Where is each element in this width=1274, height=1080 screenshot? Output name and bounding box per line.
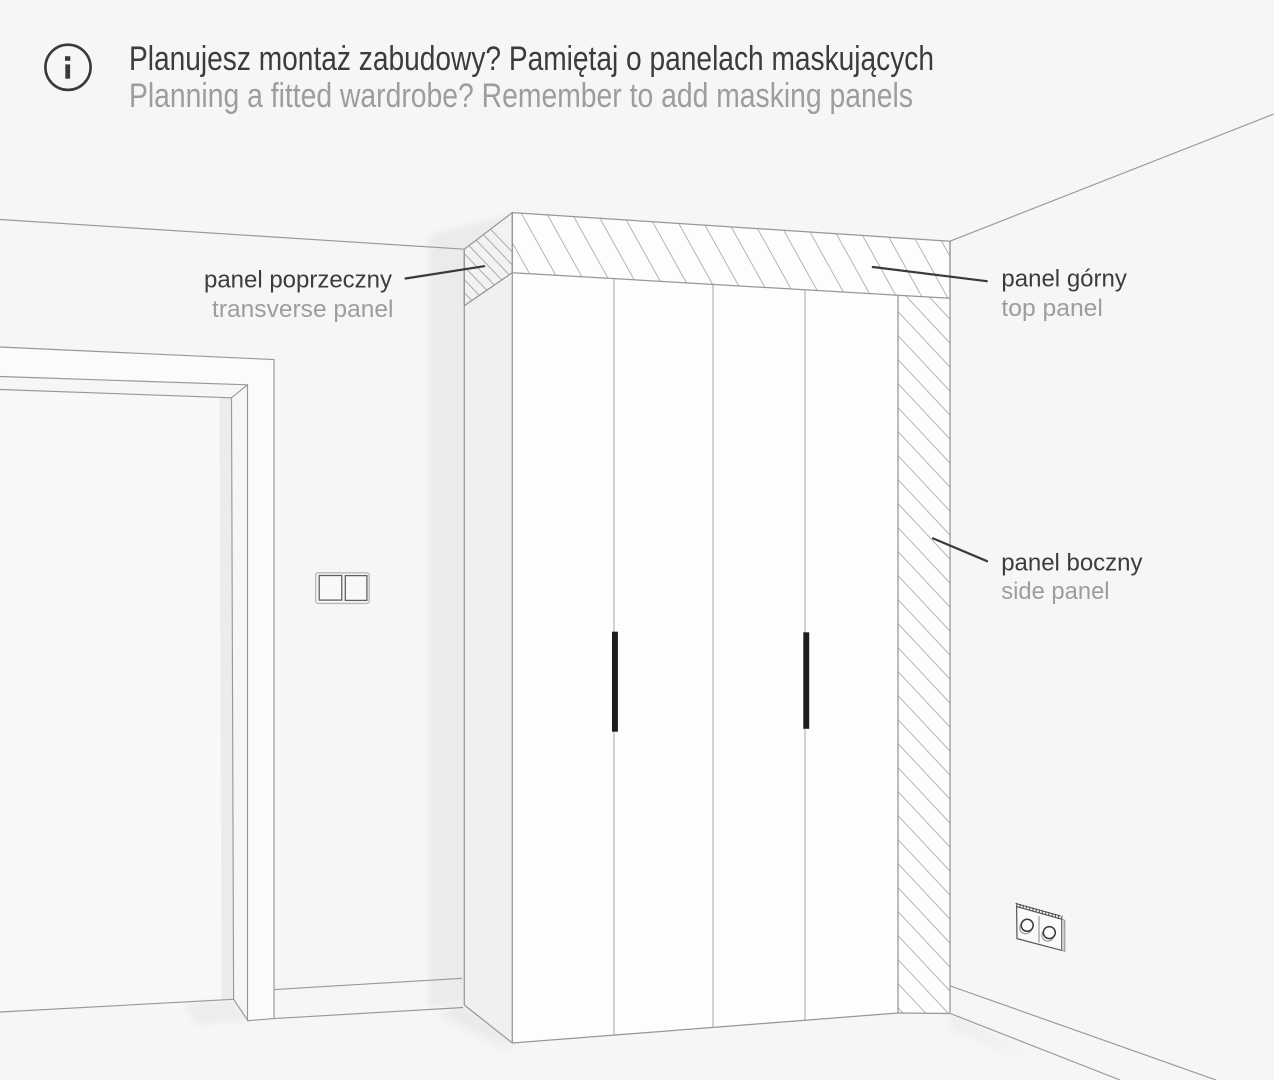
svg-text:top panel: top panel <box>1001 295 1103 322</box>
svg-text:panel poprzeczny: panel poprzeczny <box>204 267 392 294</box>
svg-text:transverse panel: transverse panel <box>212 296 394 323</box>
svg-text:panel boczny: panel boczny <box>1001 550 1142 577</box>
svg-text:panel górny: panel górny <box>1001 266 1127 293</box>
svg-text:Planning a fitted wardrobe? Re: Planning a fitted wardrobe? Remember to … <box>129 77 913 115</box>
svg-text:side panel: side panel <box>1001 578 1109 605</box>
svg-text:Planujesz montaż zabudowy? Pam: Planujesz montaż zabudowy? Pamiętaj o pa… <box>129 40 934 78</box>
